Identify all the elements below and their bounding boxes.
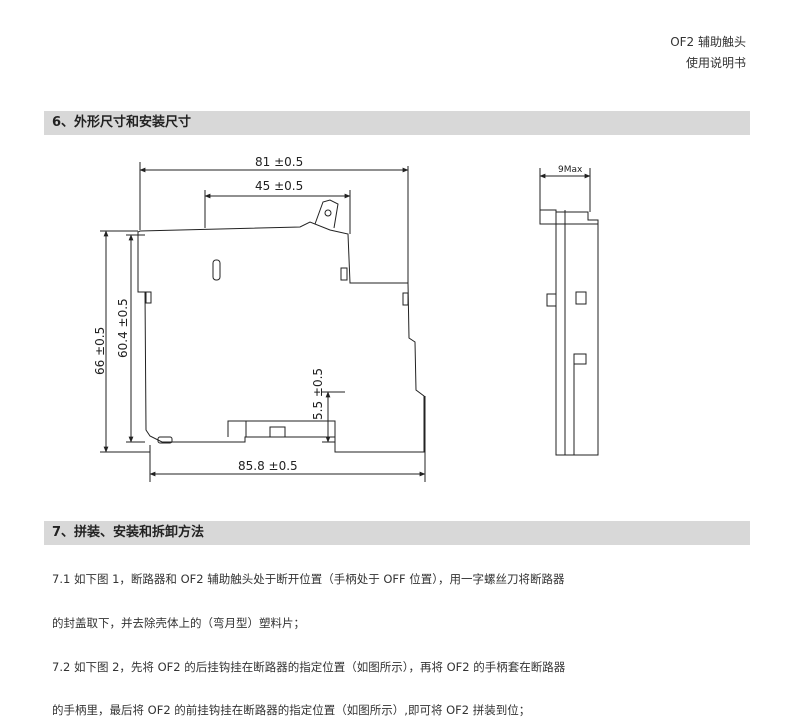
paragraph-7-2-line-1: 7.2 如下图 2，先将 OF2 的后挂钩挂在断路器的指定位置（如图所示），再将… [52, 660, 566, 674]
lever-tab [314, 199, 339, 229]
dim-81-label: 81 ±0.5 [255, 155, 303, 169]
dim-45-label: 45 ±0.5 [255, 179, 303, 193]
dim-60-label: 60.4 ±0.5 [116, 298, 130, 358]
paragraph-7-2-line-2: 的手柄里，最后将 OF2 的前挂钩挂在断路器的指定位置（如图所示）,即可将 OF… [52, 703, 531, 717]
dim-9max-label: 9Max [558, 165, 583, 175]
header-title: OF2 辅助触头 [670, 35, 746, 49]
dim-55-label: 5.5 ±0.5 [311, 368, 325, 420]
paragraph-7-1-line-2: 的封盖取下，并去除壳体上的（弯月型）塑料片； [52, 616, 305, 630]
dimension-drawing: 81 ±0.5 45 ±0.5 66 ±0.5 60.4 ±0.5 5.5 ±0… [93, 155, 599, 482]
front-view-outline [555, 211, 599, 456]
paragraph-7-1-line-1: 7.1 如下图 1，断路器和 OF2 辅助触头处于断开位置（手柄处于 OFF 位… [52, 572, 565, 586]
document-header: OF2 辅助触头 使用说明书 [670, 32, 746, 74]
section-6-heading: 6、外形尺寸和安装尺寸 [44, 111, 750, 135]
section-7-heading: 7、拼装、安装和拆卸方法 [44, 521, 750, 545]
device-outline [137, 221, 425, 453]
dim-858-label: 85.8 ±0.5 [238, 459, 298, 473]
header-subtitle: 使用说明书 [685, 56, 746, 70]
dim-66-label: 66 ±0.5 [93, 327, 107, 375]
